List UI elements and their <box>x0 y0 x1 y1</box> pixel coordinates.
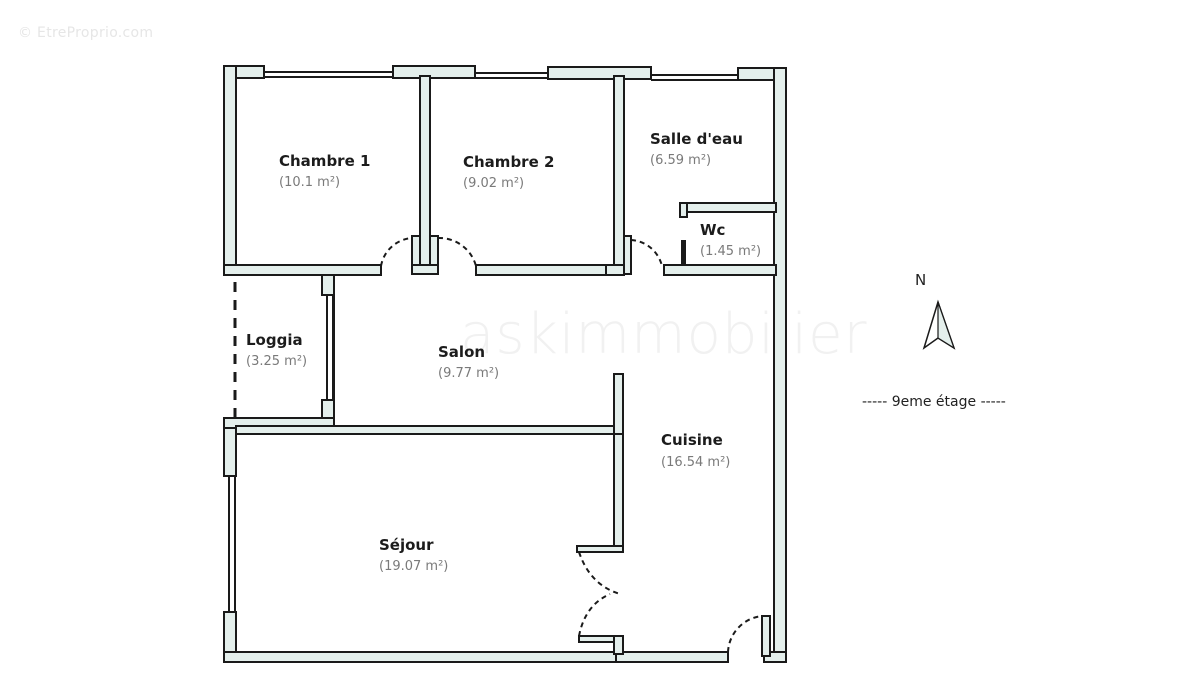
room-loggia-area: (3.25 m²) <box>246 354 308 369</box>
room-chambre2-area: (9.02 m²) <box>463 176 525 191</box>
room-cuisine-area: (16.54 m²) <box>661 455 731 470</box>
interior-walls <box>223 75 777 657</box>
north-label: N <box>915 271 927 289</box>
room-cuisine-name: Cuisine <box>661 431 723 449</box>
watermark-etreproprio: © EtreProprio.com <box>18 25 154 41</box>
room-sejour-name: Séjour <box>379 536 434 554</box>
room-chambre2-name: Chambre 2 <box>463 153 555 171</box>
watermark-askimmobilier: askimmobilier <box>460 302 868 367</box>
room-chambre1-area: (10.1 m²) <box>279 175 341 190</box>
room-chambre1-name: Chambre 1 <box>279 152 371 170</box>
north-arrow-icon <box>922 299 956 350</box>
room-salon-name: Salon <box>438 343 486 361</box>
room-wc-area: (1.45 m²) <box>700 244 762 259</box>
room-salon-area: (9.77 m²) <box>438 366 500 381</box>
door-swings <box>380 236 763 653</box>
floor-level-label: ----- 9eme étage ----- <box>862 394 1006 410</box>
room-salle-deau-area: (6.59 m²) <box>650 153 712 168</box>
room-sejour-area: (19.07 m²) <box>379 559 449 574</box>
exterior-walls <box>223 65 787 663</box>
room-wc-name: Wc <box>700 221 726 239</box>
room-salle-deau-name: Salle d'eau <box>650 130 743 148</box>
room-loggia-name: Loggia <box>246 331 303 349</box>
